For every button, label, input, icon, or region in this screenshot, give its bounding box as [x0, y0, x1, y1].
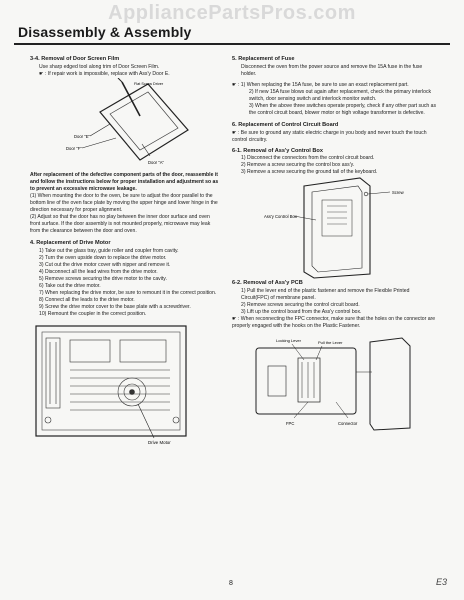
list-item: (1) When mounting the door to the oven, … [30, 192, 218, 213]
note-line: ☛ : 1) When replacing the 15A fuse, be s… [232, 81, 409, 88]
fig-label: Flat Screw Driver [134, 82, 164, 86]
fig-label: Door "E" [74, 134, 91, 139]
section-heading-5: 5. Replacement of Fuse [232, 56, 295, 62]
section-heading-6: 6. Replacement of Control Circuit Board [232, 121, 339, 128]
page-number: 8 [229, 580, 233, 587]
text-line: Disconnect the oven from the power sourc… [241, 63, 423, 77]
section-heading-6-1: 6-1. Removal of Ass'y Control Box [232, 147, 323, 154]
list-item: 10) Remount the coupler in the correct p… [39, 310, 147, 317]
section-heading-6-2: 6-2. Removal of Ass'y PCB [232, 280, 303, 287]
fig-label: Door "F" [66, 146, 82, 151]
list-item: 2) Remove screws securing the control ci… [241, 302, 360, 309]
page-title: Disassembly & Assembly [18, 24, 192, 40]
text-line: ☛ : If repair work is impossible, replac… [39, 70, 170, 77]
note-line: 2) If new 15A fuse blows out again after… [249, 88, 432, 102]
list-item: 2) Remove a screw securing the control b… [241, 162, 355, 169]
list-item: 9) Screw the drive motor cover to the ba… [39, 303, 191, 310]
list-item: 7) When replacing the drive motor, be su… [39, 289, 217, 296]
list-item: 4) Disconnect all the lead wires from th… [39, 268, 158, 275]
list-item: 1) Disconnect the connectors from the co… [241, 155, 375, 162]
fig-label: Door "A" [148, 160, 165, 165]
watermark: AppliancePartsPros.com [108, 2, 356, 24]
fig-label: Ass'y Control Box [264, 214, 298, 219]
list-item: 2) Turn the oven upside down to replace … [39, 254, 167, 261]
section-heading-3-4: 3-4. Removal of Door Screen Film [30, 56, 120, 62]
section-heading-4: 4. Replacement of Drive Motor [30, 239, 111, 246]
list-item: 1) Take out the glass tray, guide roller… [39, 247, 179, 254]
fig-label: Pull the Lever [318, 340, 343, 345]
list-item: 3) Remove a screw securing the ground ta… [241, 169, 378, 176]
fig-label: FPC [286, 421, 294, 426]
door-screen-figure: Flat Screw Driver Door "E" Door "F" Door… [30, 77, 220, 170]
drive-motor-figure: Drive Motor [30, 322, 220, 450]
list-item: 6) Take out the drive motor. [39, 282, 101, 289]
title-divider [14, 43, 450, 45]
fig-label: Connector [338, 421, 358, 426]
list-item: 1) Pull the lever end of the plastic fas… [241, 288, 410, 302]
right-column: 5. Replacement of Fuse Disconnect the ov… [232, 56, 437, 432]
corner-mark: E3 [436, 577, 448, 587]
control-box-figure: Screw Ass'y Control Box [232, 176, 437, 280]
fig-label: Drive Motor [148, 440, 171, 445]
left-column: 3-4. Removal of Door Screen Film Use sha… [30, 56, 220, 450]
note-line: ☛ : Be sure to ground any static electri… [232, 129, 427, 143]
text-line: Use sharp edged tool along trim of Door … [39, 63, 160, 70]
list-item: 3) Lift up the control board from the As… [241, 309, 362, 316]
bold-note: After replacement of the defective compo… [30, 171, 219, 192]
list-item: 3) Cut out the drive motor cover with ni… [39, 261, 171, 268]
list-item: 8) Connect all the leads to the drive mo… [39, 296, 135, 303]
list-item: (2) Adjust so that the door has no play … [30, 213, 211, 234]
note-line: 3) When the above three switches operate… [249, 102, 437, 116]
list-item: 5) Remove screws securing the drive moto… [39, 275, 167, 282]
pcb-figure: Locking Lever Pull the Lever FPC Connect… [232, 332, 437, 432]
fig-label: Screw [392, 190, 405, 195]
note-line: ☛ : When reconnecting the FPC connector,… [232, 316, 436, 330]
fig-label: Locking Lever [276, 338, 302, 343]
